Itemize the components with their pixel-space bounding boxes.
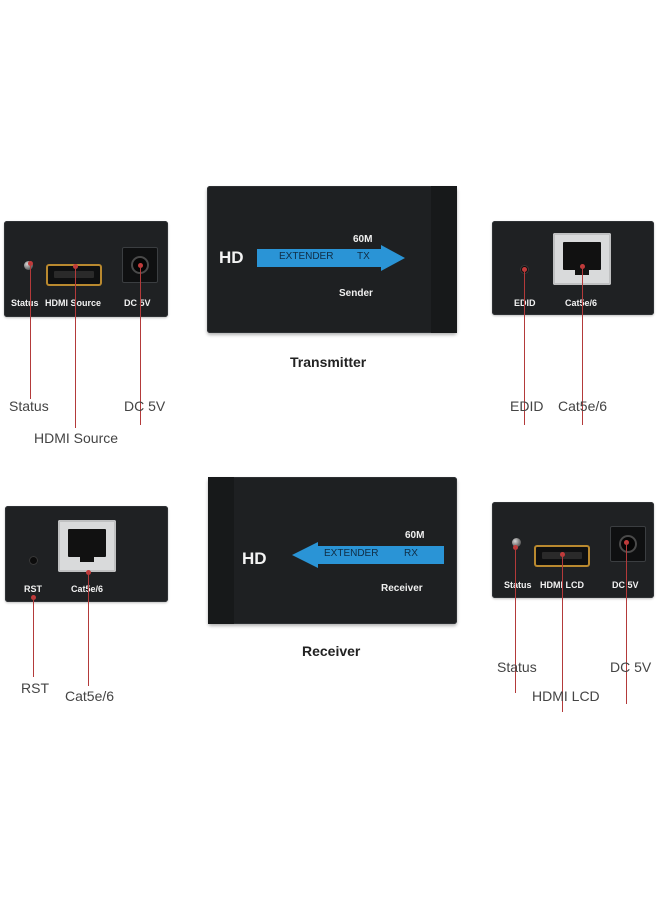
receive-arrow-icon: EXTENDER RX xyxy=(292,542,444,568)
hdmi-port-icon xyxy=(46,264,102,286)
callout-dc-rx: DC 5V xyxy=(610,659,652,675)
receiver-caption: Receiver xyxy=(302,643,361,659)
transmitter-left-panel: Status HDMI Source DC 5V xyxy=(4,221,168,317)
transmitter-device: HD 60M EXTENDER TX Sender xyxy=(207,186,457,333)
callout-status: Status xyxy=(9,398,49,414)
callout-hdmi-lcd: HDMI LCD xyxy=(532,688,600,704)
status-led-icon xyxy=(512,538,521,547)
device-hd-label: HD xyxy=(242,549,267,568)
panel-label-cat: Cat5e/6 xyxy=(71,584,103,594)
panel-label-status: Status xyxy=(11,298,39,308)
device-hd-label: HD xyxy=(219,248,244,267)
panel-label-hdmi: HDMI Source xyxy=(45,298,102,308)
receiver-right-panel: Status HDMI LCD DC 5V xyxy=(492,502,654,598)
arrow-text: EXTENDER xyxy=(324,548,379,559)
callout-cat-tx: Cat5e/6 xyxy=(558,398,608,414)
device-role: Receiver xyxy=(381,583,423,594)
callout-edid: EDID xyxy=(510,398,544,414)
device-distance: 60M xyxy=(405,530,425,541)
transmitter-caption: Transmitter xyxy=(290,354,367,370)
receiver-device: HD 60M EXTENDER RX Receiver xyxy=(208,477,457,624)
callout-cat-rx: Cat5e/6 xyxy=(65,688,115,704)
panel-label-dc: DC 5V xyxy=(612,580,639,590)
panel-label-dc: DC 5V xyxy=(124,298,151,308)
callout-rst: RST xyxy=(21,680,49,696)
transmit-arrow-icon: EXTENDER TX xyxy=(257,245,407,271)
device-role: Sender xyxy=(339,288,373,299)
panel-label-cat: Cat5e/6 xyxy=(565,298,597,308)
transmitter-right-panel: EDID Cat5e/6 xyxy=(492,221,654,315)
panel-label-rst: RST xyxy=(24,584,42,594)
device-distance: 60M xyxy=(353,234,373,245)
callout-hdmi-source: HDMI Source xyxy=(34,430,119,446)
receiver-left-panel: RST Cat5e/6 xyxy=(5,506,168,602)
callout-dc: DC 5V xyxy=(124,398,166,414)
rj45-port-icon xyxy=(58,520,116,572)
arrow-mode: RX xyxy=(404,548,418,559)
arrow-mode: TX xyxy=(357,251,370,262)
rst-button-icon xyxy=(29,556,38,565)
arrow-text: EXTENDER xyxy=(279,251,334,262)
panel-label-status: Status xyxy=(504,580,532,590)
callout-status-rx: Status xyxy=(497,659,537,675)
